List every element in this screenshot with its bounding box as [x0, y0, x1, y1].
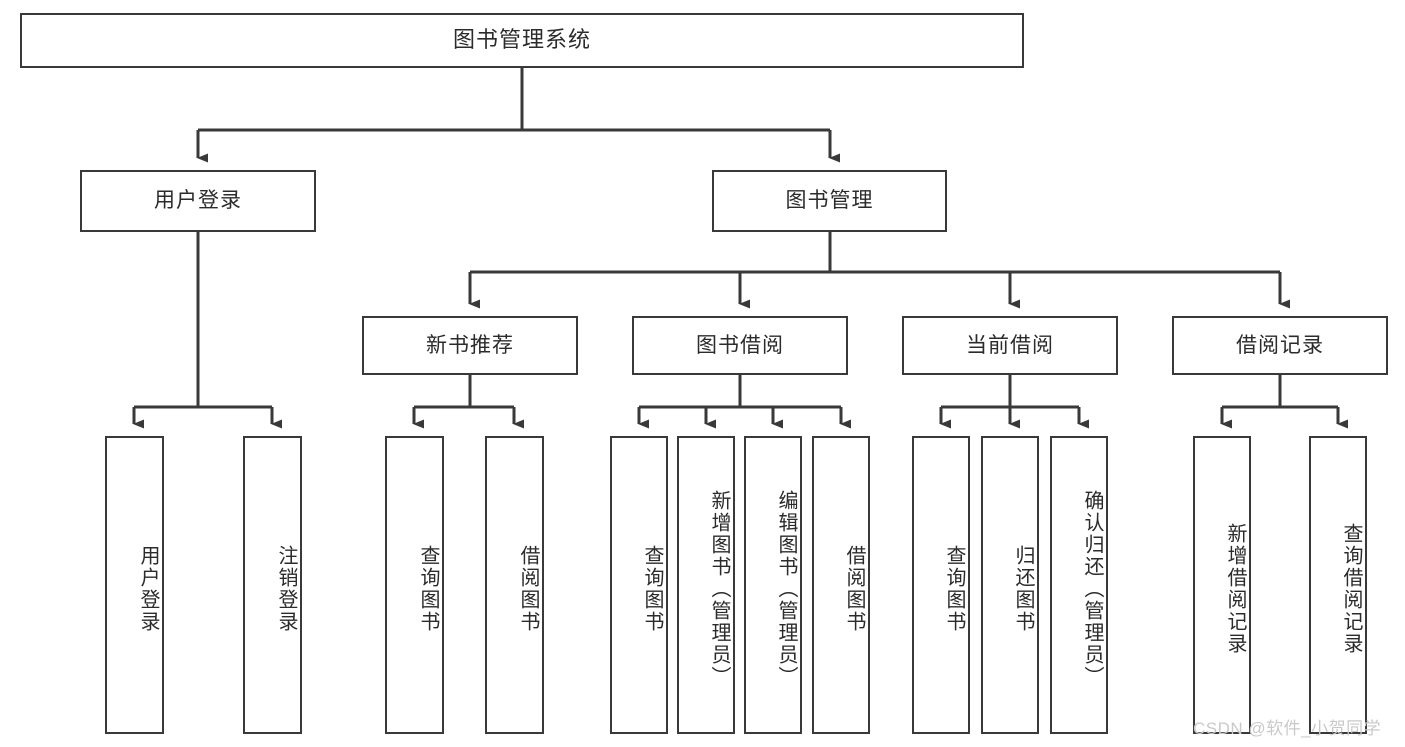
node-book-management-label: 图书管理	[785, 189, 874, 213]
leaf-user-login-login[interactable]: 用户登录	[105, 436, 164, 734]
leaf-book-borrow-add[interactable]: 新增图书（管理员）	[677, 436, 735, 734]
node-book-management[interactable]: 图书管理	[712, 170, 947, 232]
node-root-system-label: 图书管理系统	[452, 27, 591, 53]
leaf-borrow-record-query[interactable]: 查询借阅记录	[1309, 436, 1367, 734]
node-user-login-label: 用户登录	[154, 189, 242, 213]
node-borrow-record[interactable]: 借阅记录	[1172, 316, 1388, 375]
leaf-current-borrow-confirm-return-label: 确认归还（管理员）	[1081, 490, 1103, 688]
leaf-borrow-record-add-label: 新增借阅记录	[1224, 523, 1246, 655]
node-new-book-recommend-label: 新书推荐	[426, 333, 514, 357]
leaf-book-borrow-borrow[interactable]: 借阅图书	[812, 436, 870, 734]
leaf-current-borrow-query-label: 查询图书	[943, 545, 965, 633]
leaf-new-book-query[interactable]: 查询图书	[385, 436, 444, 734]
leaf-user-login-logout[interactable]: 注销登录	[243, 436, 302, 734]
leaf-user-login-logout-label: 注销登录	[275, 545, 297, 633]
leaf-book-borrow-add-label: 新增图书（管理员）	[708, 490, 730, 688]
leaf-current-borrow-return[interactable]: 归还图书	[981, 436, 1039, 734]
leaf-book-borrow-query[interactable]: 查询图书	[610, 436, 668, 734]
leaf-borrow-record-query-label: 查询借阅记录	[1340, 523, 1362, 655]
leaf-book-borrow-edit-label: 编辑图书（管理员）	[775, 490, 797, 688]
leaf-current-borrow-return-label: 归还图书	[1012, 545, 1034, 633]
leaf-user-login-login-label: 用户登录	[137, 545, 159, 633]
leaf-book-borrow-borrow-label: 借阅图书	[843, 545, 865, 633]
node-root-system[interactable]: 图书管理系统	[20, 13, 1024, 68]
leaf-book-borrow-edit[interactable]: 编辑图书（管理员）	[744, 436, 802, 734]
node-current-borrow-label: 当前借阅	[966, 333, 1054, 357]
leaf-borrow-record-add[interactable]: 新增借阅记录	[1193, 436, 1251, 734]
node-user-login[interactable]: 用户登录	[80, 170, 316, 232]
node-borrow-record-label: 借阅记录	[1236, 333, 1324, 357]
node-book-borrow-label: 图书借阅	[696, 333, 784, 357]
leaf-new-book-borrow-label: 借阅图书	[517, 545, 539, 633]
leaf-new-book-borrow[interactable]: 借阅图书	[485, 436, 544, 734]
node-new-book-recommend[interactable]: 新书推荐	[362, 316, 578, 375]
leaf-current-borrow-query[interactable]: 查询图书	[912, 436, 970, 734]
csdn-watermark: CSDN @软件_小贺同学	[1193, 719, 1382, 738]
node-current-borrow[interactable]: 当前借阅	[902, 316, 1118, 375]
node-book-borrow[interactable]: 图书借阅	[632, 316, 848, 375]
leaf-current-borrow-confirm-return[interactable]: 确认归还（管理员）	[1050, 436, 1108, 734]
leaf-new-book-query-label: 查询图书	[417, 545, 439, 633]
leaf-book-borrow-query-label: 查询图书	[641, 545, 663, 633]
